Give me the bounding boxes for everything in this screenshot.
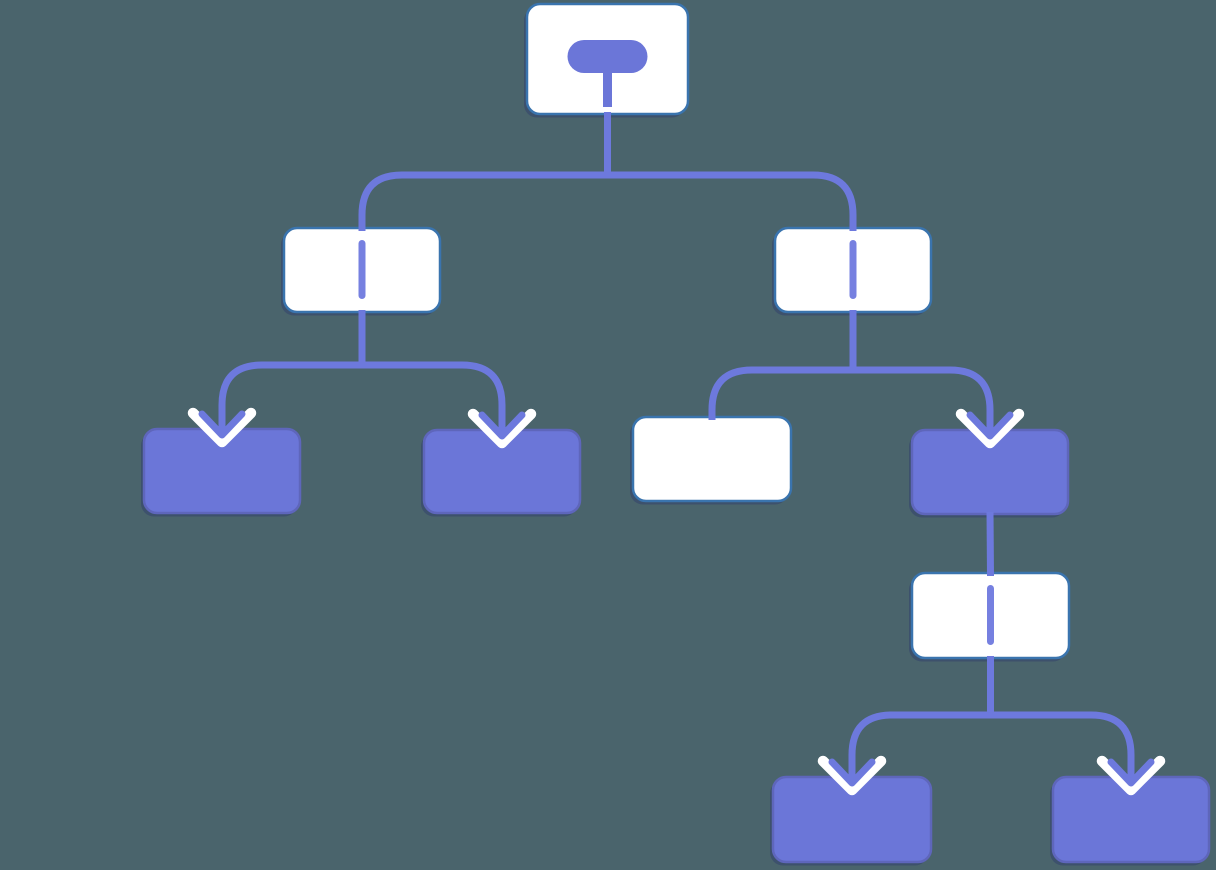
node-l5-a-end[interactable] [770,775,933,866]
pass-through-line-icon [987,585,994,645]
connector-path [358,171,857,231]
chevron-outline-icon [467,408,537,449]
arrowheads [187,407,1166,796]
connectors [218,112,1135,782]
connector-path [848,711,1135,782]
chevron-outline-icon [955,408,1025,449]
chevron-down-icon [966,411,1014,440]
chevron-down-icon [828,758,876,787]
pass-through-line-icon [849,240,857,299]
chevron-outline-icon [1096,755,1166,796]
node-l3-c-plain[interactable] [630,415,793,505]
start-pill-stem [603,70,612,107]
node-l5-b-end[interactable] [1050,775,1211,866]
node-l3-a-end[interactable] [141,427,302,517]
chevron-down-icon [478,411,526,440]
chevron-outline-icon [817,755,887,796]
connector-path [986,511,994,577]
node-l2-right-pass[interactable] [772,226,933,316]
chevron-outline-icon [187,407,257,448]
node-root-start[interactable] [524,2,690,118]
connector-path [218,361,506,435]
start-pill-icon [567,40,648,73]
node-l3-d-end[interactable] [909,428,1070,518]
node-l2-left-pass[interactable] [281,226,442,316]
pass-through-line-icon [358,240,366,299]
chevron-down-icon [198,410,246,439]
node-box-white[interactable] [631,415,793,503]
connector-path [708,366,994,435]
node-l4-pass[interactable] [909,571,1071,662]
chevron-down-icon [1107,758,1155,787]
